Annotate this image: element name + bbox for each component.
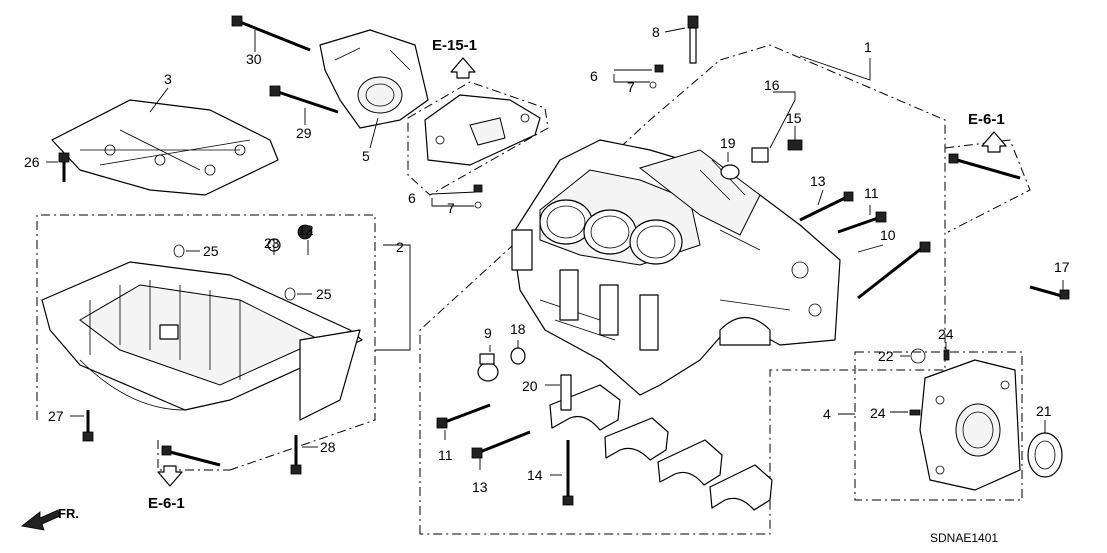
callout-18: 18 (510, 321, 526, 337)
callout-14: 14 (527, 467, 543, 483)
callout-2: 2 (396, 239, 404, 255)
callout-13b: 13 (472, 479, 488, 495)
washer-18 (510, 347, 526, 365)
callout-13a: 13 (810, 173, 826, 189)
cylinder-block-group-boundary (419, 44, 946, 535)
callout-17: 17 (1054, 259, 1070, 275)
bolts (58, 15, 1070, 506)
diagram-code: SDNAE1401 (930, 531, 998, 545)
callout-3: 3 (164, 71, 172, 87)
small-fittings (173, 15, 950, 416)
sensor-15 (787, 139, 803, 151)
callout-7b: 7 (447, 200, 455, 216)
arrow-up-e15 (450, 57, 476, 79)
bolt-26 (58, 152, 70, 182)
callout-10: 10 (880, 227, 896, 243)
callout-28: 28 (320, 439, 336, 455)
callout-21: 21 (1036, 403, 1052, 419)
bearing-caps (549, 384, 773, 511)
callout-9: 9 (484, 325, 492, 341)
callout-29: 29 (296, 125, 312, 141)
callout-6a: 6 (590, 68, 598, 84)
callout-11b: 11 (438, 447, 453, 463)
callout-7a: 7 (627, 79, 635, 95)
callout-26: 26 (24, 154, 40, 170)
o-ring-25a (173, 244, 185, 258)
baffle-plate (51, 99, 279, 196)
bolt-e6-bottom (161, 445, 221, 467)
drain-bolt-9 (477, 353, 499, 382)
knock-sensor-16 (751, 147, 769, 163)
o-ring-25b (284, 287, 296, 301)
arrow-up-e6-right (981, 131, 1007, 153)
callout-8: 8 (652, 24, 660, 40)
nut-12 (297, 224, 313, 240)
oil-pan-group-boundary (36, 214, 376, 471)
bolt-27 (82, 410, 94, 442)
oil-pan (41, 261, 363, 421)
bolt-11-upper (837, 211, 887, 234)
bolt-11-lower (436, 403, 491, 429)
oil-seal-case (919, 359, 1021, 491)
callout-19: 19 (720, 135, 736, 151)
leader-lines (46, 27, 1064, 476)
dowel-20 (560, 374, 572, 411)
bolt-e6-right (948, 153, 1021, 180)
cylinder-block-stiffener (319, 29, 429, 129)
bolt-17 (1029, 285, 1070, 300)
bolt-28 (290, 435, 302, 475)
callout-1: 1 (864, 39, 872, 55)
callout-16: 16 (764, 77, 780, 93)
washer-7b (474, 201, 482, 209)
callout-27: 27 (48, 408, 64, 424)
callout-23: 23 (264, 235, 280, 251)
nut-22 (910, 348, 926, 364)
callout-22: 22 (878, 348, 894, 364)
reference-arrows (21, 57, 1007, 531)
callout-25b: 25 (316, 286, 332, 302)
callout-24a: 24 (938, 326, 954, 342)
dowel-24a (943, 349, 950, 361)
bolt-30 (231, 15, 311, 52)
arrow-down-e6-bottom (157, 465, 183, 487)
front-arrow-icon (21, 509, 61, 531)
water-passage-cover (424, 94, 541, 166)
plug-6b (473, 184, 483, 193)
reference-e6-1-bottom: E-6-1 (148, 495, 185, 512)
stud-14 (562, 440, 574, 506)
bolt-29 (269, 85, 339, 114)
bolt-13-lower (471, 430, 531, 459)
callout-15: 15 (786, 110, 802, 126)
upper-bolt-group-boundary (944, 139, 1031, 233)
callout-25a: 25 (203, 243, 219, 259)
oil-seal (1027, 432, 1063, 478)
plug-6a (654, 64, 664, 73)
callout-12: 12 (298, 222, 314, 238)
callout-6b: 6 (408, 190, 416, 206)
knock-sensor-19 (720, 164, 740, 180)
callout-11a: 11 (864, 185, 879, 201)
bolt-13-upper (799, 191, 854, 222)
callout-24b: 24 (870, 405, 886, 421)
callout-4: 4 (823, 406, 831, 422)
callout-5: 5 (362, 148, 370, 164)
cylinder-block (511, 139, 841, 396)
front-marker: FR. (58, 506, 79, 521)
stiffener-group-boundary (407, 81, 549, 196)
reference-e6-1-right: E-6-1 (968, 111, 1005, 128)
callout-30: 30 (246, 51, 262, 67)
washer-7a (649, 81, 657, 89)
bolt-10 (857, 241, 931, 300)
callout-labels: 1 2 3 4 5 6 6 7 7 8 9 10 11 11 12 13 13 … (24, 24, 1070, 495)
oil-pressure-switch-8 (687, 15, 699, 64)
reference-e15-1: E-15-1 (432, 37, 477, 54)
dowel-24b (909, 409, 921, 416)
lower-bolt-group-boundary (157, 440, 230, 471)
callout-20: 20 (522, 378, 538, 394)
